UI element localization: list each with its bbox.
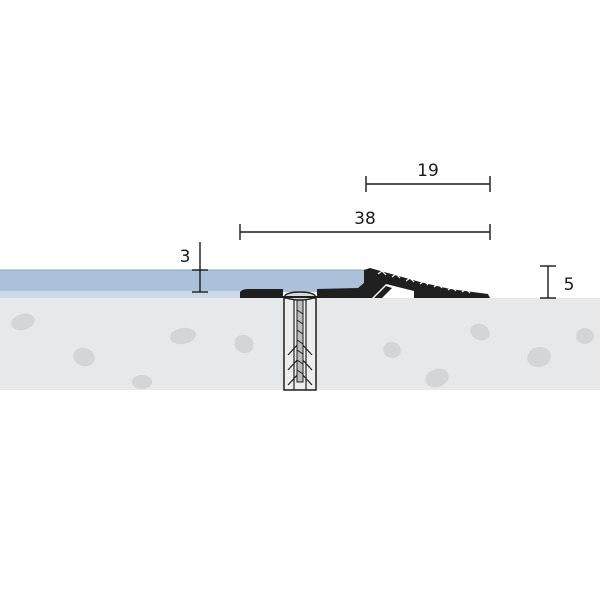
- dimension-label-3: 3: [180, 247, 191, 267]
- dimension-5: 5: [540, 265, 575, 299]
- subfloor-stones: [11, 313, 594, 389]
- dimension-3: 3: [180, 242, 208, 293]
- dimension-label-38: 38: [354, 209, 376, 229]
- dimension-38: 38: [239, 209, 491, 240]
- profile-foot: [374, 286, 392, 298]
- transition-profile: [240, 268, 490, 298]
- dimension-label-5: 5: [564, 275, 575, 295]
- dimension-19: 19: [365, 161, 491, 192]
- floor-covering: [0, 269, 370, 298]
- profile-ridges: [377, 270, 471, 294]
- dimension-label-19: 19: [417, 161, 439, 181]
